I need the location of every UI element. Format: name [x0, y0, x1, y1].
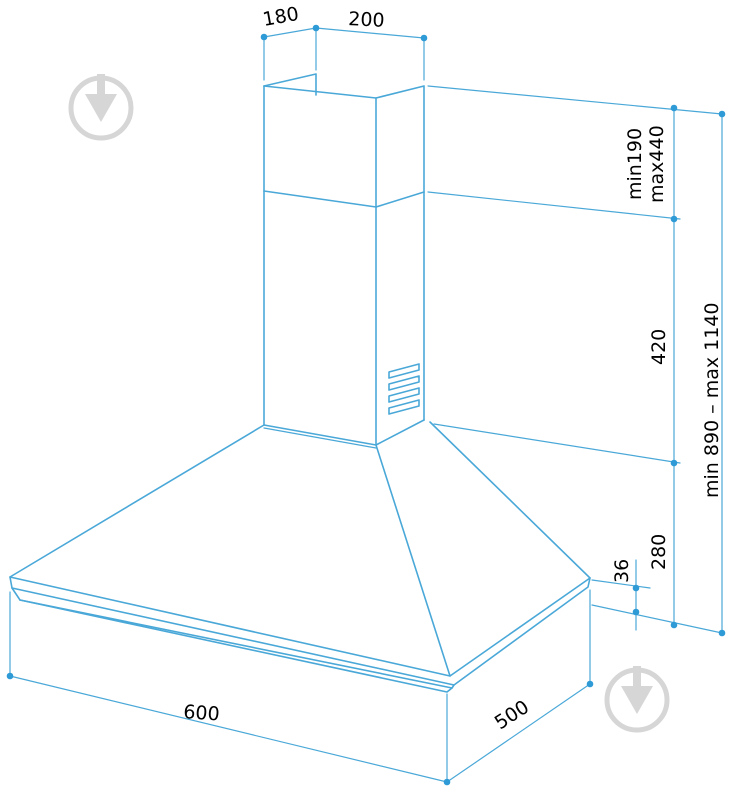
- dimension-lines: [9, 27, 723, 783]
- label-upper-duct-max: max440: [646, 125, 668, 203]
- label-hood-depth: 500: [491, 696, 533, 734]
- label-duct-depth: 180: [261, 3, 301, 31]
- chimney-duct: [263, 73, 425, 449]
- label-total-height: min 890 – max 1140: [701, 302, 723, 498]
- label-hood-width: 600: [183, 701, 221, 725]
- vent-grille: [388, 363, 420, 415]
- label-upper-duct: min190: [624, 128, 646, 200]
- download-arrow-icon: [604, 666, 670, 733]
- canopy: [9, 421, 591, 693]
- label-duct-width: 200: [348, 8, 385, 32]
- dimension-dots: [6, 24, 726, 786]
- download-arrow-icon: [68, 74, 134, 141]
- label-canopy-height: 280: [648, 534, 670, 570]
- label-lower-duct: 420: [648, 329, 670, 365]
- label-rim-height: 36: [611, 559, 633, 583]
